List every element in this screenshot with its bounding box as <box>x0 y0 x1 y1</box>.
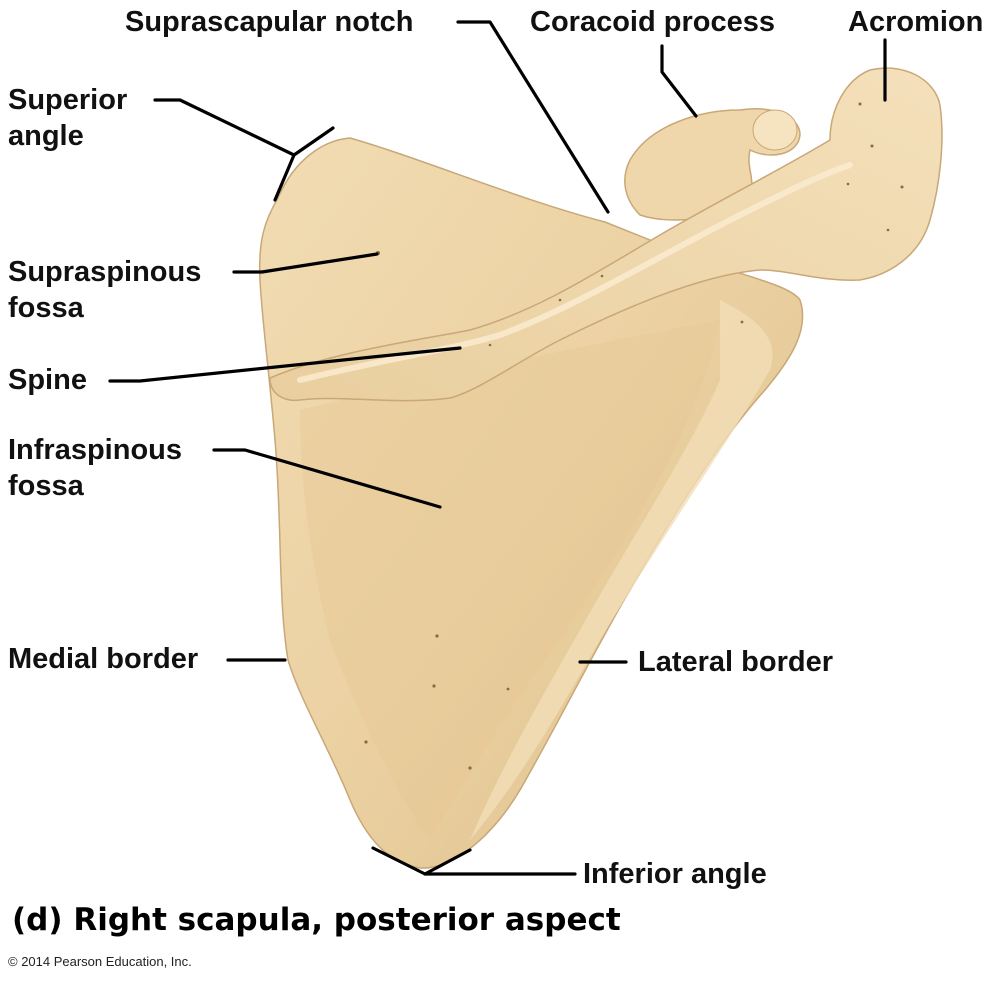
label-superior-angle-line1: Superior <box>8 84 128 116</box>
label-infraspinous-fossa-line1: Infraspinous <box>8 434 183 466</box>
scapula-body <box>258 137 804 869</box>
label-spine: Spine <box>8 364 87 396</box>
label-coracoid-process: Coracoid process <box>530 6 775 38</box>
spine-shape <box>269 67 943 402</box>
label-medial-border: Medial border <box>8 643 199 675</box>
leader-superior-angle-bracket <box>273 126 335 202</box>
leader-spine <box>108 346 462 383</box>
leader-lines <box>108 20 887 876</box>
leader-infraspinous-fossa <box>212 448 442 509</box>
leader-supraspinous-fossa <box>232 252 379 274</box>
leader-superior-angle <box>153 98 296 157</box>
label-supraspinous-fossa-line1: Supraspinous <box>8 256 202 288</box>
figure-caption: (d) Right scapula, posterior aspect <box>12 902 621 938</box>
label-superior-angle-line2: angle <box>8 120 84 152</box>
label-infraspinous-fossa-line2: fossa <box>8 470 84 502</box>
label-supraspinous-fossa-line2: fossa <box>8 292 84 324</box>
label-inferior-angle: Inferior angle <box>583 858 767 890</box>
label-acromion: Acromion <box>848 6 984 38</box>
label-suprascapular-notch: Suprascapular notch <box>125 6 414 38</box>
spine-crest <box>297 162 853 383</box>
leader-suprascapular-notch <box>456 20 610 214</box>
leader-inferior-angle-bracket <box>371 846 472 876</box>
copyright-notice: © 2014 Pearson Education, Inc. <box>8 954 192 969</box>
leader-coracoid-process <box>660 44 698 118</box>
infraspinous-fossa-shading <box>300 320 720 840</box>
label-lateral-border: Lateral border <box>638 646 833 678</box>
lateral-ridge <box>470 300 773 840</box>
